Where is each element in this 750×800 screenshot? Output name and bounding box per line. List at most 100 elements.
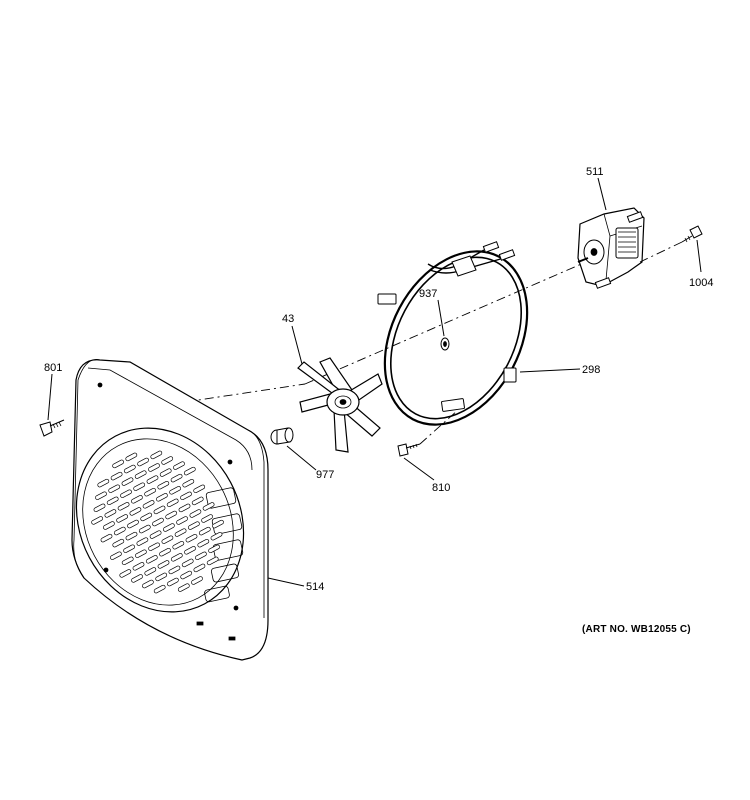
callout-298: 298 xyxy=(582,364,600,376)
screw-810[interactable] xyxy=(397,443,421,457)
grille-slot xyxy=(202,502,215,511)
grille-slot xyxy=(193,563,206,573)
grille-slot xyxy=(103,521,115,530)
grille-slot xyxy=(144,487,156,497)
grille-slot xyxy=(150,450,163,460)
screw-801[interactable] xyxy=(39,419,65,437)
grille-slot xyxy=(100,533,113,543)
grille-slot xyxy=(183,466,196,476)
grille-slot xyxy=(181,558,194,568)
grille-slot xyxy=(129,507,142,516)
center-axis-line xyxy=(91,261,587,417)
washer-937[interactable] xyxy=(440,337,450,351)
callout-801: 801 xyxy=(44,362,62,374)
grille-slot xyxy=(174,528,187,537)
grille-slot xyxy=(112,459,124,469)
grille-slot xyxy=(165,510,178,520)
grille-slot xyxy=(93,503,106,513)
grille-slot xyxy=(144,567,157,576)
grille-slot xyxy=(149,530,162,539)
grille-slot xyxy=(206,556,219,566)
grille-slot xyxy=(155,572,168,582)
grille-slot xyxy=(104,509,117,518)
grille-slot xyxy=(180,491,192,501)
grille-slot xyxy=(125,531,138,541)
grille-slot xyxy=(120,489,132,498)
callout-810: 810 xyxy=(432,482,450,494)
grille-slot xyxy=(132,562,145,571)
grille-slot xyxy=(142,579,154,589)
grille-slot xyxy=(127,519,139,529)
grille-slot xyxy=(142,500,155,509)
grille-slot xyxy=(135,549,147,558)
grille-slot xyxy=(170,553,183,562)
grille-slot xyxy=(198,526,211,536)
grille-slot xyxy=(168,565,181,575)
grille-slot xyxy=(177,583,190,592)
grille-slot xyxy=(161,456,174,465)
grille-slot xyxy=(170,473,183,483)
grille-slot xyxy=(176,516,188,525)
grille-slot xyxy=(163,523,175,532)
grille-slot xyxy=(184,546,196,555)
grille-slot xyxy=(131,574,143,583)
grille-slot xyxy=(153,505,166,515)
grille-slot xyxy=(159,547,171,557)
fan-blade-43[interactable] xyxy=(297,357,383,453)
callout-977: 977 xyxy=(316,469,334,481)
grille-slot xyxy=(116,514,128,523)
grille-slot xyxy=(159,468,172,477)
grille-slot xyxy=(156,493,168,502)
grille-slot xyxy=(189,509,202,518)
grille-slot xyxy=(157,560,170,569)
grille-slot xyxy=(169,486,181,495)
callout-514: 514 xyxy=(306,581,324,593)
grille-slot xyxy=(125,452,138,462)
grille-slot xyxy=(121,556,134,566)
fan-hub-nut-977[interactable] xyxy=(270,427,294,445)
grille-slot xyxy=(212,519,224,529)
screw-1004[interactable] xyxy=(681,225,703,243)
callout-43: 43 xyxy=(282,313,294,325)
grille-slot xyxy=(91,516,103,525)
art-number: (ART NO. WB12055 C) xyxy=(582,624,691,635)
grille-slot xyxy=(133,482,146,491)
grille-slot xyxy=(138,524,151,534)
grille-slot xyxy=(191,496,204,506)
grille-slot xyxy=(148,463,160,472)
grille-slot xyxy=(134,470,147,479)
grille-slot xyxy=(201,514,213,523)
grille-slot xyxy=(140,512,153,522)
grille-slot xyxy=(113,526,126,536)
grille-slot xyxy=(121,477,134,486)
grille-slot xyxy=(167,577,179,587)
grille-slot xyxy=(193,484,206,494)
grille-slot xyxy=(152,517,164,527)
grille-slot xyxy=(197,538,210,548)
grille-slot xyxy=(188,521,200,530)
fan-motor-511[interactable] xyxy=(577,207,645,289)
grille-slot xyxy=(166,498,179,508)
grille-slot xyxy=(123,464,136,474)
ring-heating-element-298[interactable] xyxy=(356,227,555,450)
grille-slot xyxy=(172,540,185,550)
side-vent-slots xyxy=(204,487,244,603)
grille-slot xyxy=(112,538,125,548)
grille-slot xyxy=(106,496,119,506)
callout-937: 937 xyxy=(419,288,437,300)
grille-slot xyxy=(191,576,203,585)
grille-slot xyxy=(97,478,110,488)
grille-slot xyxy=(108,484,121,493)
grille-slot xyxy=(123,544,135,553)
grille-slot xyxy=(131,495,143,504)
grille-slot xyxy=(180,570,193,580)
grille-slot xyxy=(110,551,122,560)
grille-slots xyxy=(91,450,224,594)
grille-slot xyxy=(182,478,195,488)
grille-slot xyxy=(195,551,207,561)
callout-1004: 1004 xyxy=(689,277,713,289)
grille-slot xyxy=(208,544,220,554)
grille-slot xyxy=(178,503,191,513)
fan-cover-baffle[interactable] xyxy=(45,359,275,661)
